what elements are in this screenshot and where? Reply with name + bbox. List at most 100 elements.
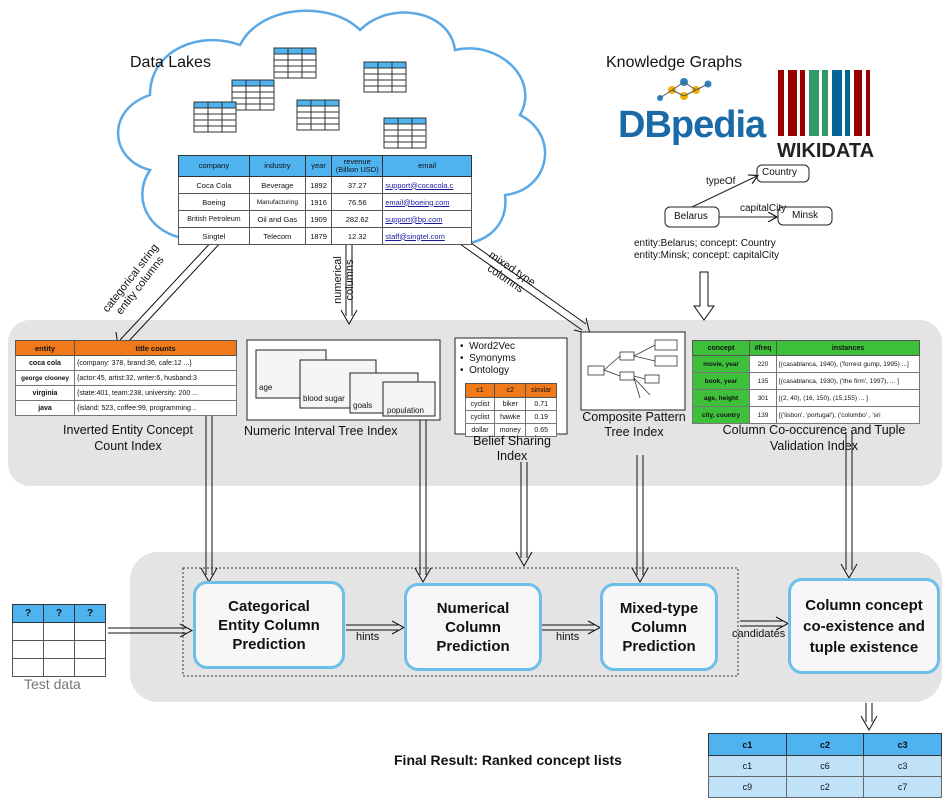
revenue-header: revenue (Billion USD) <box>331 155 384 177</box>
mixed-line-2: Column <box>631 618 687 636</box>
table-cell: c7 <box>863 776 942 798</box>
numeric-label-age: age <box>259 383 273 392</box>
table-cell: c3 <box>863 755 942 777</box>
table-cell: [(casablanca, 1930), ('the firm', 1997),… <box>776 372 920 390</box>
test-data-caption: Test data <box>24 676 81 692</box>
test-header-2: ? <box>43 604 75 623</box>
freq-header: #freq <box>749 340 777 356</box>
categorical-line-2: Entity Column <box>218 616 320 634</box>
concept-header: concept <box>692 340 750 356</box>
table-row <box>12 622 106 641</box>
kg-entity-line-1: entity:Belarus; concept: Country <box>634 238 776 249</box>
kg-node-minsk <box>777 206 833 226</box>
numerical-prediction-box: Numerical Column Prediction <box>404 583 542 671</box>
table-cell: c9 <box>708 776 787 798</box>
inverted-caption-line-2: Count Index <box>94 439 162 453</box>
email-link[interactable]: support@cocacola.c <box>382 176 472 194</box>
industry-header: industry <box>248 155 306 177</box>
table-row: age, height 301 [(2, 40), (16, 150), (15… <box>692 389 920 407</box>
dbpedia-logo-icon <box>657 78 712 101</box>
table-cell: 76.56 <box>331 193 384 211</box>
table-cell: dollar <box>465 423 495 437</box>
table-cell: book, year <box>692 372 750 390</box>
table-cell: 1909 <box>304 210 333 228</box>
table-cell: Oil and Gas <box>248 210 306 228</box>
table-cell: biker <box>493 397 527 411</box>
table-cell: British Petroleum <box>178 210 250 228</box>
belief-caption-line-2: Index <box>496 449 528 463</box>
table-cell: {actor:45, artist:32, writer:6, husband:… <box>74 370 237 386</box>
table-row: java {island: 523, coffee:99, programmin… <box>15 400 237 416</box>
flow-numerical-line-1: numerical <box>331 256 344 304</box>
prediction-group-box <box>182 567 739 677</box>
composite-caption-line-2: Tree Index <box>604 425 664 439</box>
table-row: cyclist biker 0.71 <box>465 397 557 411</box>
numeric-label-blood-sugar: blood sugar <box>303 394 345 403</box>
table-cell: c2 <box>785 776 865 798</box>
entity-count-table: entity title counts coca cola {company: … <box>15 340 237 416</box>
email-link[interactable]: support@bp.com <box>382 210 472 228</box>
belief-c2-header: c2 <box>493 383 527 398</box>
composite-index-caption: Composite Pattern Tree Index <box>574 410 694 440</box>
mixed-line-1: Mixed-type <box>619 599 699 617</box>
table-cell: [(2, 40), (16, 150), (15,155) ... ] <box>776 389 920 407</box>
categorical-prediction-box: Categorical Entity Column Prediction <box>193 581 345 669</box>
hints-label-2: hints <box>556 631 580 643</box>
wikidata-logo-text: WIKIDATA <box>777 140 875 162</box>
belief-bullet-label: Word2Vec <box>469 341 516 352</box>
belief-bullet-ontology: • Ontology <box>460 365 510 376</box>
concept-prediction-box: Column concept co-existence and tuple ex… <box>788 578 940 674</box>
table-cell: hawke <box>493 410 527 424</box>
flow-numerical-line-2: columns <box>343 259 356 301</box>
table-cell: 0.71 <box>525 397 557 411</box>
kg-edge-typeof-label: typeOf <box>706 176 736 187</box>
test-header-3: ? <box>74 604 106 623</box>
table-cell: Singtel <box>178 227 250 245</box>
table-cell: cyclist <box>465 410 495 424</box>
inverted-index-caption: Inverted Entity Concept Count Index <box>28 422 228 454</box>
cooccurrence-index-caption: Column Co-occurence and Tuple Validation… <box>700 422 928 454</box>
table-cell: Manufacturing <box>248 193 306 211</box>
table-cell: 12.32 <box>331 227 384 245</box>
year-header: year <box>304 155 333 177</box>
numeric-label-goals: goals <box>353 401 373 410</box>
email-link[interactable]: email@boeing.com <box>382 193 472 211</box>
final-result-caption: Final Result: Ranked concept lists <box>394 752 622 768</box>
table-row: virginia {state:401, team:238, universit… <box>15 385 237 401</box>
table-row: george clooney {actor:45, artist:32, wri… <box>15 370 237 386</box>
table-cell: city, country <box>692 406 750 424</box>
table-cell: Telecom <box>248 227 306 245</box>
result-c2-header: c2 <box>785 733 865 756</box>
table-cell: [('lisbon', 'portugal'), ('colombo' , 's… <box>776 406 920 424</box>
numerical-line-2: Column <box>445 618 501 636</box>
table-cell: 1879 <box>304 227 333 245</box>
concept-line-2: co-existence and <box>803 617 925 635</box>
email-link[interactable]: staff@singtel.com <box>382 227 472 245</box>
numerical-line-3: Prediction <box>436 637 510 655</box>
flow-arrows <box>115 237 591 347</box>
table-row: cyclist hawke 0.19 <box>465 410 557 424</box>
numeric-index-caption: Numeric Interval Tree Index <box>244 424 398 438</box>
kg-edge-capitalcity-label: capitalCity <box>740 203 787 214</box>
belief-similarity-table: c1 c2 similar cyclist biker 0.71 cyclist… <box>465 383 557 437</box>
table-cell: 1892 <box>304 176 333 194</box>
knowledge-graphs-title: Knowledge Graphs <box>606 54 743 71</box>
table-cell: {island: 523, coffee:99, programming .. <box>74 400 237 416</box>
table-cell: 1916 <box>304 193 333 211</box>
table-cell: cyclist <box>465 397 495 411</box>
index-to-prediction-arrows <box>200 406 878 732</box>
table-row: Boeing Manufacturing 1916 76.56 email@bo… <box>178 193 472 211</box>
company-table: company industry year revenue (Billion U… <box>178 155 472 245</box>
mixed-prediction-box: Mixed-type Column Prediction <box>600 583 718 671</box>
table-row: British Petroleum Oil and Gas 1909 282.6… <box>178 210 472 228</box>
table-cell: age, height <box>692 389 750 407</box>
table-cell: {state:401, team:238, university: 200 ..… <box>74 385 237 401</box>
table-cell: java <box>15 400 75 416</box>
test-header-1: ? <box>12 604 44 623</box>
table-cell: Coca Cola <box>178 176 250 194</box>
kg-node-belarus-label: Belarus <box>674 211 708 222</box>
kg-node-minsk-label: Minsk <box>792 210 819 221</box>
belief-bullet-synonyms: • Synonyms <box>460 353 516 364</box>
table-row: c1 c6 c3 <box>708 755 942 777</box>
belief-bullet-label: Ontology <box>469 365 510 376</box>
